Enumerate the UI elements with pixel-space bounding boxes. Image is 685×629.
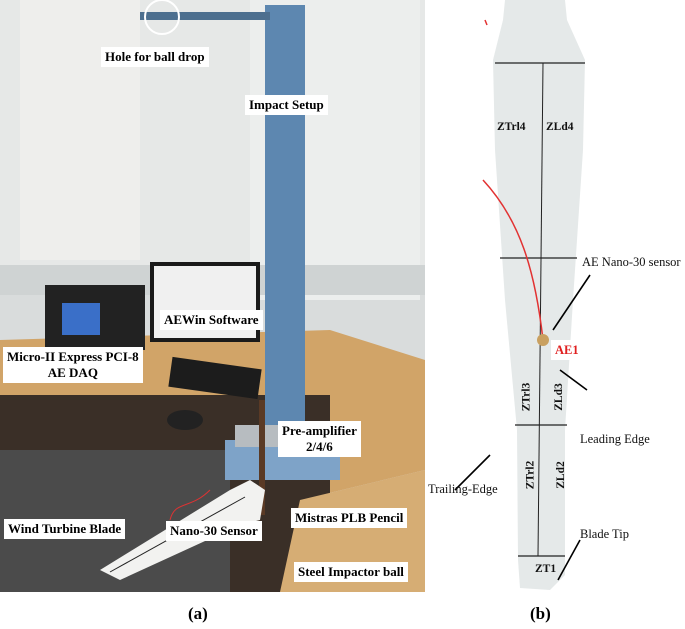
blade-photo xyxy=(454,0,591,590)
zone-ztrl2: ZTrl2 xyxy=(524,460,537,490)
label-steel-impactor-ball: Steel Impactor ball xyxy=(294,562,408,582)
label-impact-setup: Impact Setup xyxy=(245,95,328,115)
zone-ztrl3: ZTrl3 xyxy=(520,382,533,412)
label-daq-line2: AE DAQ xyxy=(47,365,98,380)
zone-zld2: ZLd2 xyxy=(554,461,567,489)
caption-b: (b) xyxy=(530,604,551,623)
label-preamplifier: Pre-amplifier 2/4/6 xyxy=(278,421,361,457)
zone-zld4: ZLd4 xyxy=(546,121,574,133)
label-daq-line1: Micro-II Express PCI-8 xyxy=(7,349,139,364)
label-wind-turbine-blade: Wind Turbine Blade xyxy=(4,519,126,539)
label-preamp-line1: Pre-amplifier xyxy=(282,423,357,438)
caption-a: (a) xyxy=(188,604,208,623)
zone-zld3: ZLd3 xyxy=(552,383,565,411)
label-ae1: AE1 xyxy=(551,340,583,360)
zone-ztrl4: ZTrl4 xyxy=(497,121,526,133)
label-mistras-plb-pencil: Mistras PLB Pencil xyxy=(291,508,408,528)
label-blade-tip: Blade Tip xyxy=(580,527,629,541)
lab-setup-photo xyxy=(0,0,425,592)
label-leading-edge: Leading Edge xyxy=(580,432,650,446)
label-nano30-sensor: Nano-30 Sensor xyxy=(166,521,262,541)
zone-zt1: ZT1 xyxy=(535,563,557,575)
label-daq: Micro-II Express PCI-8 AE DAQ xyxy=(3,347,143,383)
label-hole-for-ball-drop: Hole for ball drop xyxy=(101,47,209,67)
label-trailing-edge: Trailing-Edge xyxy=(428,482,498,496)
label-preamp-line2: 2/4/6 xyxy=(306,439,333,454)
label-aewin-software: AEWin Software xyxy=(160,310,263,330)
label-ae-nano30-sensor: AE Nano-30 sensor xyxy=(582,255,681,269)
